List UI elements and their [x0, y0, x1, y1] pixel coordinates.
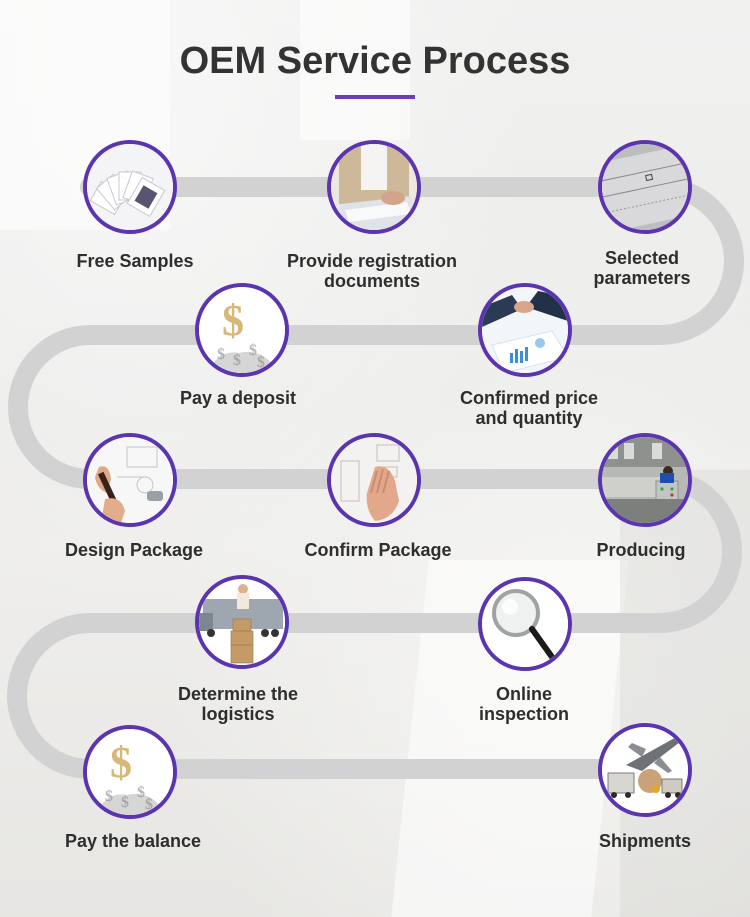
- step-label: Producing: [596, 540, 686, 560]
- design-sketch-icon: [83, 433, 177, 527]
- title-underline: [335, 95, 415, 99]
- step-label-line: Confirmed price: [459, 388, 599, 408]
- magnifier-icon: [478, 577, 572, 671]
- background-window: [300, 0, 410, 140]
- step-label: Shipments: [598, 831, 691, 851]
- step-label-line: logistics: [201, 704, 275, 724]
- dollar-icon: $ $$$$: [195, 283, 289, 377]
- svg-text:$: $: [217, 346, 225, 363]
- svg-text:$: $: [121, 794, 129, 811]
- step-label-line: parameters: [593, 268, 691, 288]
- step-label: Confirm Package: [304, 540, 452, 560]
- svg-text:$: $: [249, 342, 257, 359]
- svg-text:$: $: [233, 352, 241, 369]
- step-label-line: Provide registration: [286, 251, 458, 271]
- dollar-icon: $ $$$$: [83, 725, 177, 819]
- step-label: Selected parameters: [532, 248, 750, 288]
- delivery-truck-icon: [195, 575, 289, 669]
- step-label: Pay the balance: [64, 831, 202, 851]
- step-label: Online inspection: [414, 684, 634, 724]
- step-label-line: Determine the: [177, 684, 299, 704]
- step-label: Free Samples: [76, 251, 194, 271]
- step-label-line: Selected: [604, 248, 680, 268]
- step-label: Determine the logistics: [128, 684, 348, 724]
- svg-text:$: $: [110, 738, 132, 787]
- shipping-plane-icon: [598, 723, 692, 817]
- samples-icon: [83, 140, 177, 234]
- svg-text:$: $: [105, 788, 113, 805]
- factory-icon: [598, 433, 692, 527]
- step-label-line: inspection: [478, 704, 569, 724]
- form-parameters-icon: [598, 140, 692, 234]
- svg-text:$: $: [137, 784, 145, 801]
- svg-text:$: $: [145, 796, 153, 813]
- step-label-line: Online: [495, 684, 552, 704]
- step-label: Design Package: [64, 540, 204, 560]
- documents-icon: [327, 140, 421, 234]
- page-title: OEM Service Process: [179, 40, 571, 82]
- step-label: Pay a deposit: [179, 388, 297, 408]
- step-label: Provide registration documents: [262, 251, 482, 291]
- step-label-line: and quantity: [475, 408, 583, 428]
- step-label: Confirmed price and quantity: [419, 388, 639, 428]
- svg-text:$: $: [222, 296, 244, 345]
- handshake-icon: [478, 283, 572, 377]
- confirm-sketch-icon: [327, 433, 421, 527]
- step-label-line: documents: [323, 271, 420, 291]
- svg-text:$: $: [257, 354, 265, 371]
